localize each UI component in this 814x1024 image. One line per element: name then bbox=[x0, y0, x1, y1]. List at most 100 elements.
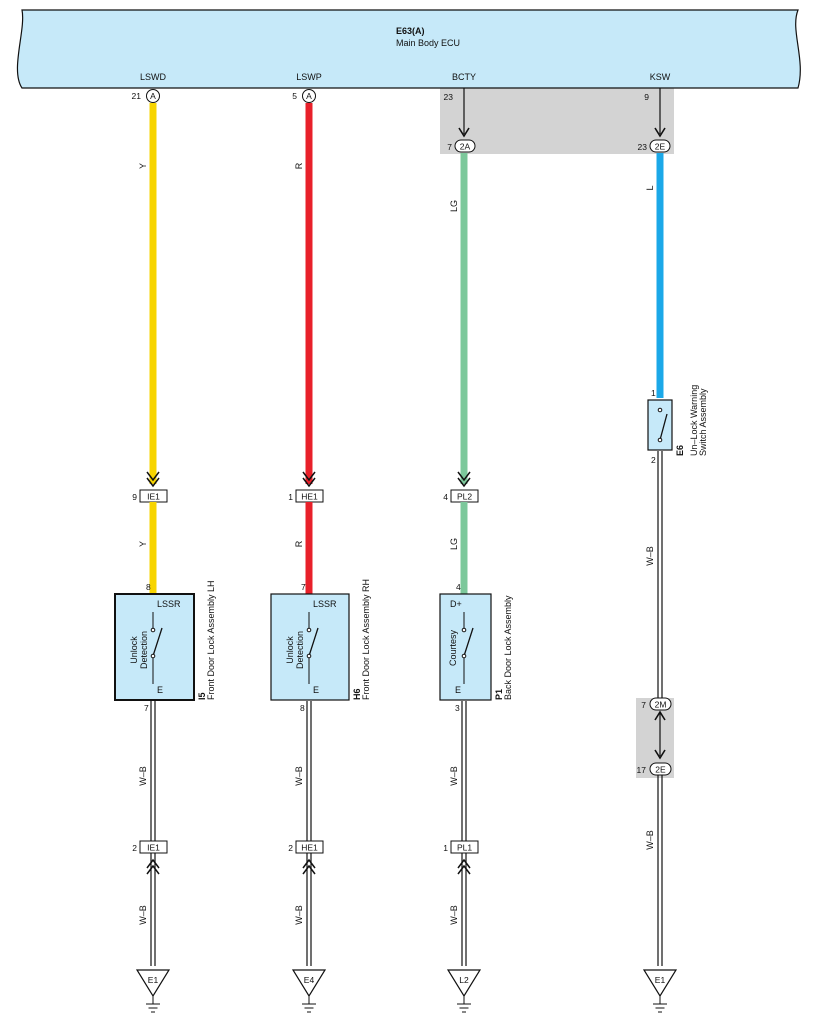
junction-pin-lswp: 1 bbox=[288, 492, 293, 502]
component-name-ksw: Un–Lock Warning bbox=[689, 385, 699, 456]
component-code-lswp: H6 bbox=[352, 688, 362, 700]
switch-node-bcty-a bbox=[461, 627, 467, 633]
ecu-terminal-lswp: LSWP bbox=[296, 72, 322, 82]
ground-wire-code-ksw-lower: W–B bbox=[645, 830, 655, 850]
ground-connector-label-bcty: PL1 bbox=[457, 843, 472, 853]
mid-conn-b-pin-ksw: 17 bbox=[637, 765, 647, 775]
ecu-pin-lswd: 21 bbox=[132, 91, 142, 101]
ground-symbol-ksw bbox=[653, 996, 667, 1013]
junction-pin-lswd: 9 bbox=[132, 492, 137, 502]
switch-label-lswd-2: Detection bbox=[139, 631, 149, 669]
component-term-in-bcty: D+ bbox=[450, 599, 462, 609]
junction-top-connector-ksw bbox=[649, 139, 671, 153]
ground-symbol-lswd bbox=[146, 996, 160, 1013]
ecu-code: E63(A) bbox=[396, 26, 425, 36]
switch-node-lswp-a bbox=[306, 627, 312, 633]
ground-symbol-lswp bbox=[302, 996, 316, 1013]
component-code-lswd: I5 bbox=[197, 692, 207, 700]
component-code-bcty: P1 bbox=[494, 689, 504, 700]
mid-connector-b-ksw bbox=[649, 762, 672, 776]
component-term-in-lswd: LSSR bbox=[157, 599, 181, 609]
component-term-out-lswd: E bbox=[157, 685, 163, 695]
switch-blade-lswd bbox=[152, 627, 163, 657]
mid-connector-b-label-ksw: 2E bbox=[655, 765, 666, 775]
junction-connector-label-lswp: HE1 bbox=[301, 492, 318, 502]
ecu-connector-a-lswp bbox=[302, 89, 316, 103]
ground-wire-code-bcty-upper: W–B bbox=[449, 766, 459, 786]
component-pin-out-lswd: 7 bbox=[144, 703, 149, 713]
switch-label-lswp-1: Unlock bbox=[285, 636, 295, 664]
component-pin-out-ksw: 2 bbox=[651, 455, 656, 465]
switch-label-lswd-1: Unlock bbox=[129, 636, 139, 664]
arrow-up-bcty bbox=[457, 858, 471, 875]
component-term-out-lswp: E bbox=[313, 685, 319, 695]
switch-node-bcty-b bbox=[461, 653, 467, 659]
component-name-bcty: Back Door Lock Assembly bbox=[503, 595, 513, 700]
ground-symbol-bcty bbox=[457, 996, 471, 1013]
ground-triangle-ksw bbox=[642, 969, 678, 998]
ecu-pin-ksw: 9 bbox=[644, 92, 649, 102]
component-name-lswp: Front Door Lock Assembly RH bbox=[361, 579, 371, 700]
component-pin-in-lswp: 7 bbox=[301, 582, 306, 592]
ecu-connector-a-lswd bbox=[146, 89, 160, 103]
ecu-pin-bcty: 23 bbox=[444, 92, 454, 102]
arrow-down-lswd bbox=[146, 471, 160, 488]
arrow-down-lswp bbox=[302, 471, 316, 488]
component-term-out-bcty: E bbox=[455, 685, 461, 695]
ground-conn-pin-bcty: 1 bbox=[443, 843, 448, 853]
ecu-connector-label-lswd: A bbox=[150, 91, 156, 101]
ground-connector-lswp bbox=[295, 840, 324, 854]
ground-wire-code-lswp-lower: W–B bbox=[294, 905, 304, 925]
ground-wire-code-lswd-lower: W–B bbox=[138, 905, 148, 925]
ground-connector-bcty bbox=[450, 840, 479, 854]
component-pin-out-lswp: 8 bbox=[300, 703, 305, 713]
ground-point-lswd: E1 bbox=[148, 975, 159, 985]
mid-connector-a-label-ksw: 2M bbox=[655, 700, 667, 710]
ecu-pin-lswp: 5 bbox=[292, 91, 297, 101]
ground-point-ksw: E1 bbox=[655, 975, 666, 985]
switch-node-lswp-b bbox=[306, 653, 312, 659]
component-pin-in-bcty: 4 bbox=[456, 582, 461, 592]
switch-node-ksw-b bbox=[657, 437, 663, 443]
ground-connector-lswd bbox=[139, 840, 168, 854]
component-pin-in-lswd: 8 bbox=[146, 582, 151, 592]
switch-blade-lswp bbox=[308, 627, 319, 657]
ecu-connector-label-lswp: A bbox=[306, 91, 312, 101]
junction-top-connector-label-ksw: 2E bbox=[655, 142, 666, 152]
ground-point-lswp: E4 bbox=[304, 975, 315, 985]
arrow-down-bcty-top bbox=[458, 127, 470, 138]
wire-code-bcty-upper: LG bbox=[449, 200, 459, 212]
junction-connector-label-lswd: IE1 bbox=[147, 492, 160, 502]
wire-code-lswd-lower: Y bbox=[138, 541, 148, 547]
ground-conn-pin-lswd: 2 bbox=[132, 843, 137, 853]
ground-connector-label-lswd: IE1 bbox=[147, 843, 160, 853]
junction-top-connector-label-bcty: 2A bbox=[460, 142, 471, 152]
component-box-ksw bbox=[647, 399, 673, 451]
junction-top-pin-ksw: 23 bbox=[638, 142, 648, 152]
switch-label-bcty-1: Courtesy bbox=[448, 629, 458, 666]
ecu-terminal-lswd: LSWD bbox=[140, 72, 167, 82]
arrow-up-lswd bbox=[146, 858, 160, 875]
arrow-down-ksw-mid bbox=[654, 749, 666, 760]
ecu-body bbox=[16, 9, 801, 89]
switch-node-ksw-a bbox=[657, 407, 663, 413]
component-pin-in-ksw: 1 bbox=[651, 388, 656, 398]
ecu-terminal-ksw: KSW bbox=[650, 72, 671, 82]
arrow-up-lswp bbox=[302, 858, 316, 875]
junction-connector-label-bcty: PL2 bbox=[457, 492, 472, 502]
ground-point-bcty: L2 bbox=[459, 975, 469, 985]
switch-node-lswd-b bbox=[150, 653, 156, 659]
component-code-ksw: E6 bbox=[675, 445, 685, 456]
mid-conn-a-pin-ksw: 7 bbox=[641, 700, 646, 710]
circuit-lswd: LSWD 21 A Y 9 IE1 Y 8 LSSR E Unlock Dete… bbox=[114, 72, 216, 1013]
ground-wire-code-lswp-upper: W–B bbox=[294, 766, 304, 786]
junction-top-connector-bcty bbox=[454, 139, 476, 153]
ecu-name: Main Body ECU bbox=[396, 38, 460, 48]
switch-blade-bcty bbox=[463, 627, 474, 657]
component-term-in-lswp: LSSR bbox=[313, 599, 337, 609]
arrow-down-bcty bbox=[457, 471, 471, 488]
switch-label-lswp-2: Detection bbox=[295, 631, 305, 669]
wire-code-lswp-upper: R bbox=[294, 162, 304, 169]
ground-triangle-lswd bbox=[135, 969, 171, 998]
circuit-bcty: BCTY 23 7 2A LG 4 PL2 LG 4 D+ E Courtesy… bbox=[439, 72, 513, 1013]
